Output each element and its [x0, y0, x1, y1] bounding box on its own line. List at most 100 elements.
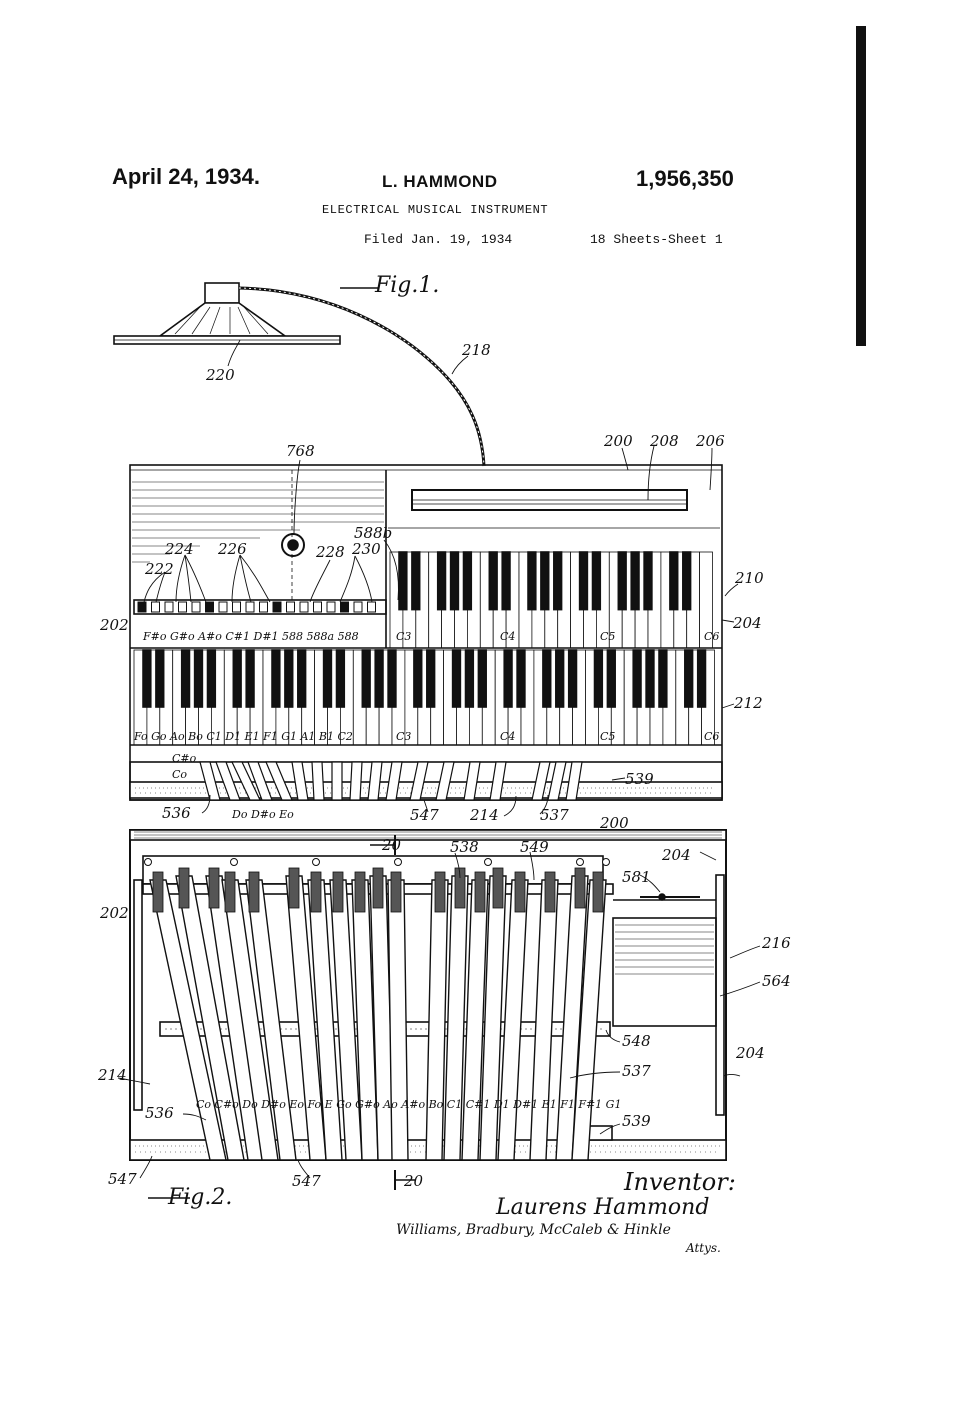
bolt-icon	[576, 858, 584, 866]
bolt-icon	[484, 858, 492, 866]
pedal-spring	[514, 871, 526, 913]
console-cabinet	[129, 464, 723, 801]
pedal-spring	[178, 867, 190, 909]
lower-left-note-labels: Fo Go Ao Bo C1 D1 E1 F1 G1 A1 B1 C2	[133, 730, 353, 743]
black-key	[413, 649, 423, 708]
ref-564: 564	[762, 972, 791, 990]
inventor-signature: Laurens Hammond	[495, 1195, 709, 1220]
ref-222: 222	[144, 560, 174, 578]
preset-tab	[340, 601, 349, 613]
pedal-spring	[574, 867, 586, 909]
fig2-pedal-notes: Co C#o Do D#o Eo Fo E Go G#o Ao A#o Bo C…	[196, 1098, 621, 1111]
bolt-icon	[602, 858, 610, 866]
black-key	[449, 551, 460, 611]
ref-588b: 588b	[354, 524, 392, 542]
black-key	[462, 551, 473, 611]
black-key	[232, 649, 242, 708]
pedal-key	[547, 761, 567, 801]
preset-tab	[164, 601, 174, 613]
note-c-sharp-o: C#o	[172, 752, 197, 765]
ref-548: 548	[622, 1032, 651, 1050]
preset-tab	[137, 601, 147, 613]
black-key	[322, 649, 333, 708]
ref-202-fig2: 202	[99, 904, 129, 922]
bottom-note-labels: Do D#o Eo	[231, 808, 294, 821]
page-edge-bar	[856, 26, 866, 346]
ref-537-fig2: 537	[622, 1062, 651, 1080]
black-key	[503, 649, 513, 708]
black-key	[555, 649, 565, 708]
black-key	[684, 649, 694, 708]
ref-228: 228	[315, 543, 345, 561]
black-key	[578, 551, 589, 611]
black-key	[180, 649, 191, 708]
preset-tab	[326, 601, 336, 613]
pedal-spring	[390, 871, 402, 913]
black-key	[271, 649, 281, 708]
black-key	[617, 551, 627, 611]
ref-226: 226	[217, 540, 247, 558]
black-key	[682, 551, 692, 611]
black-key	[669, 551, 679, 611]
preset-tab	[259, 601, 268, 613]
upper-note-c6: C6	[704, 630, 719, 643]
pedal-spring	[454, 867, 466, 909]
lower-note-c5: C5	[600, 730, 615, 743]
ref-536: 536	[162, 804, 191, 822]
pedal-key	[409, 761, 429, 801]
ref-202: 202	[99, 616, 129, 634]
upper-manual	[389, 551, 713, 649]
lower-note-c3: C3	[396, 730, 411, 743]
pedal-spring	[224, 871, 236, 913]
speaker-icon	[113, 282, 341, 345]
ref-220: 220	[205, 366, 235, 384]
pedal-key	[529, 879, 559, 1161]
pedal-spring	[492, 867, 504, 909]
ref-538: 538	[450, 838, 479, 856]
ref-547a-fig2: 547	[108, 1170, 137, 1188]
pedal-key	[385, 761, 403, 801]
attorneys-label: Attys.	[685, 1241, 721, 1255]
black-key	[464, 649, 475, 708]
ref-204b-fig2: 204	[735, 1044, 765, 1062]
black-key	[488, 551, 498, 611]
pedal-spring	[544, 871, 556, 913]
pedal-spring	[474, 871, 486, 913]
black-key	[540, 551, 550, 611]
pedal-spring	[354, 871, 366, 913]
black-key	[451, 649, 462, 708]
ref-539-fig2: 539	[622, 1112, 651, 1130]
preset-tab	[286, 601, 295, 613]
black-key	[142, 649, 152, 708]
ref-537: 537	[540, 806, 569, 824]
bolt-icon	[394, 858, 402, 866]
black-key	[297, 649, 307, 708]
ref-224: 224	[164, 540, 194, 558]
pedal-key	[215, 761, 241, 801]
ref-20-top: 20	[381, 836, 402, 854]
ref-230: 230	[351, 540, 381, 558]
black-key	[387, 649, 397, 708]
black-key	[361, 649, 371, 708]
upper-note-c3: C3	[396, 630, 411, 643]
preset-tab	[218, 601, 228, 613]
upper-note-c4: C4	[500, 630, 515, 643]
ref-547b-fig2: 547	[292, 1172, 321, 1190]
preset-tab	[151, 601, 160, 613]
patent-date: April 24, 1934.	[112, 164, 260, 189]
black-key	[155, 649, 165, 708]
ref-204-fig2: 204	[661, 846, 691, 864]
black-key	[593, 649, 604, 708]
preset-tab	[232, 601, 241, 613]
pedal-key	[349, 761, 363, 801]
preset-tab	[205, 601, 214, 613]
bolt-icon	[312, 858, 320, 866]
pedal-key	[565, 761, 583, 801]
preset-tab	[191, 601, 201, 613]
upper-note-c5: C5	[600, 630, 615, 643]
fig2-label: Fig.2.	[167, 1185, 232, 1210]
ref-204: 204	[732, 614, 762, 632]
black-key	[606, 649, 616, 708]
pedal-key	[247, 761, 273, 801]
